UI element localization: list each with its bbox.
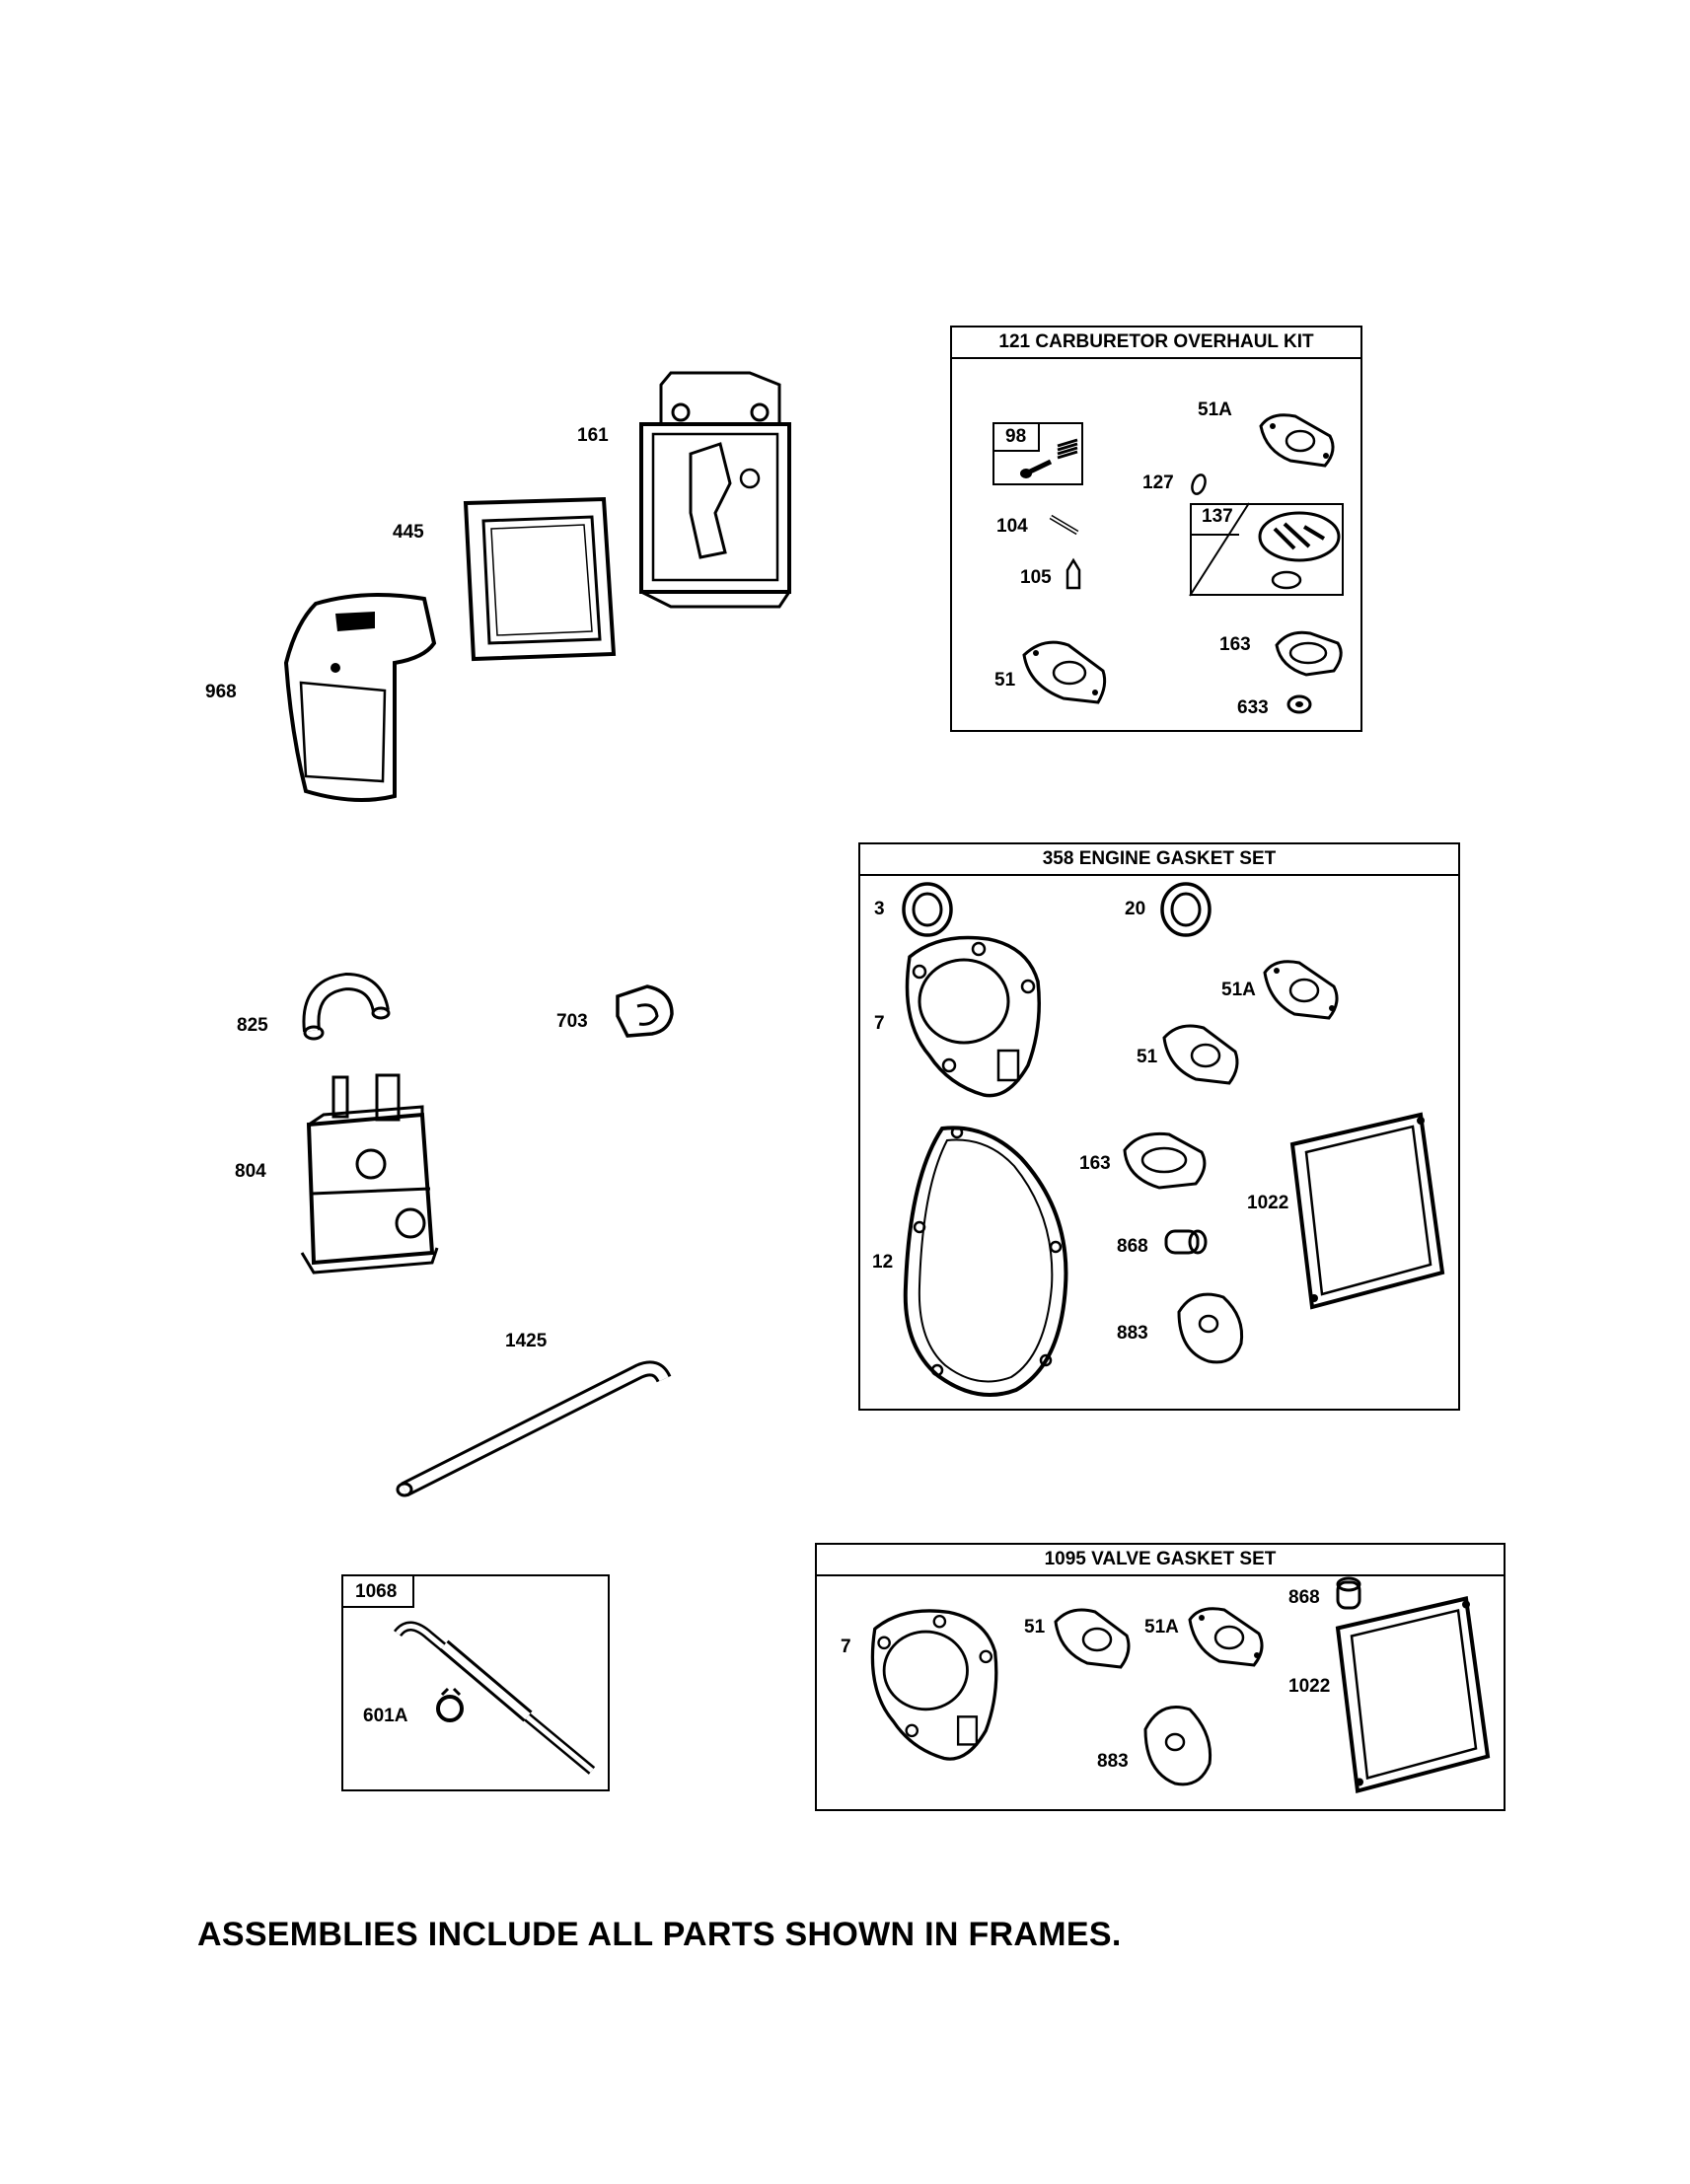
fuel-tube-part xyxy=(396,1360,672,1497)
carb-gasket-137-part xyxy=(1258,511,1341,590)
callout-104: 104 xyxy=(996,516,1028,537)
callout-51-engine: 51 xyxy=(1137,1047,1158,1067)
dipstick-kit-frame xyxy=(341,1574,610,1791)
o-ring-127-part xyxy=(1191,473,1207,495)
callout-7-engine: 7 xyxy=(874,1013,885,1034)
engine-gasket-set-frame: 358 ENGINE GASKET SET xyxy=(858,842,1460,1411)
kit-137-box xyxy=(1190,503,1344,596)
callout-20: 20 xyxy=(1125,899,1146,919)
valve-gasket-set-title: 1095 VALVE GASKET SET xyxy=(817,1545,1504,1576)
gasket-51-carb xyxy=(1022,640,1107,704)
callout-51-valve: 51 xyxy=(1024,1617,1046,1638)
callout-825: 825 xyxy=(237,1015,268,1036)
callout-883-engine: 883 xyxy=(1117,1323,1148,1344)
callout-445: 445 xyxy=(393,522,424,543)
callout-161: 161 xyxy=(577,425,609,446)
kit-137-box-diagonal xyxy=(1189,502,1250,597)
kit-1068-label-box xyxy=(341,1574,414,1608)
seal-3-part xyxy=(902,882,953,937)
callout-12: 12 xyxy=(872,1252,894,1273)
crankcase-gasket-12 xyxy=(903,1126,1068,1397)
callout-3: 3 xyxy=(874,899,885,919)
seal-633-part xyxy=(1286,694,1312,714)
callout-51A-engine: 51A xyxy=(1221,980,1256,1000)
gasket-883-valve xyxy=(1143,1706,1212,1786)
gasket-163-carb xyxy=(1275,630,1343,677)
callout-1022-engine: 1022 xyxy=(1247,1193,1289,1213)
callout-51A-carb: 51A xyxy=(1198,400,1232,420)
callout-1068: 1068 xyxy=(355,1581,398,1602)
seal-868-engine xyxy=(1164,1229,1208,1255)
clamp-601A-part xyxy=(436,1687,464,1722)
callout-7-valve: 7 xyxy=(841,1637,851,1657)
carburetor-kit-title: 121 CARBURETOR OVERHAUL KIT xyxy=(952,328,1360,359)
callout-51A-valve: 51A xyxy=(1144,1617,1179,1638)
gasket-163-engine xyxy=(1123,1131,1207,1190)
air-cleaner-cover-part xyxy=(283,593,437,802)
gasket-51A-engine xyxy=(1263,960,1339,1020)
cover-gasket-1022-valve xyxy=(1335,1596,1491,1794)
callout-868-engine: 868 xyxy=(1117,1236,1148,1257)
callout-633: 633 xyxy=(1237,697,1269,718)
assemblies-note: ASSEMBLIES INCLUDE ALL PARTS SHOWN IN FR… xyxy=(197,1916,1122,1953)
carbon-canister-part xyxy=(300,1073,439,1274)
callout-804: 804 xyxy=(235,1161,266,1182)
callout-883-valve: 883 xyxy=(1097,1751,1129,1772)
callout-98: 98 xyxy=(1005,426,1027,447)
kit-98-label-box xyxy=(992,422,1040,452)
callout-868-valve: 868 xyxy=(1288,1587,1320,1608)
air-cleaner-base-part xyxy=(639,371,791,609)
callout-163-carb: 163 xyxy=(1219,634,1251,655)
screw-spring-part xyxy=(1020,438,1078,478)
hose-clip-part xyxy=(616,984,674,1038)
pin-104-part xyxy=(1049,514,1079,536)
gasket-51-valve xyxy=(1054,1608,1131,1669)
callout-1425: 1425 xyxy=(505,1331,548,1351)
gasket-51A-carb xyxy=(1259,413,1335,468)
callout-703: 703 xyxy=(556,1011,588,1032)
seal-868-valve xyxy=(1336,1576,1361,1610)
callout-968: 968 xyxy=(205,682,237,702)
head-gasket-7-valve xyxy=(870,1609,998,1761)
callout-127: 127 xyxy=(1142,473,1174,493)
callout-601A: 601A xyxy=(363,1706,408,1726)
callout-1022-valve: 1022 xyxy=(1288,1676,1331,1697)
seal-20-part xyxy=(1160,882,1212,937)
callout-51-carb: 51 xyxy=(994,670,1016,691)
callout-163-engine: 163 xyxy=(1079,1153,1111,1174)
gasket-51-engine xyxy=(1162,1024,1239,1085)
elbow-hose-part xyxy=(302,972,391,1041)
needle-105-part xyxy=(1065,557,1081,590)
head-gasket-7-engine xyxy=(905,935,1041,1098)
callout-105: 105 xyxy=(1020,567,1052,588)
dipstick-tube-part xyxy=(394,1621,596,1775)
gasket-883-engine xyxy=(1177,1292,1244,1364)
gasket-51A-valve xyxy=(1188,1607,1264,1667)
cover-gasket-1022-engine xyxy=(1289,1112,1445,1310)
air-filter-part xyxy=(463,496,617,662)
callout-137: 137 xyxy=(1202,506,1233,527)
engine-gasket-set-title: 358 ENGINE GASKET SET xyxy=(860,844,1458,876)
carburetor-overhaul-kit-frame: 121 CARBURETOR OVERHAUL KIT xyxy=(950,326,1362,732)
valve-gasket-set-frame: 1095 VALVE GASKET SET xyxy=(815,1543,1506,1811)
